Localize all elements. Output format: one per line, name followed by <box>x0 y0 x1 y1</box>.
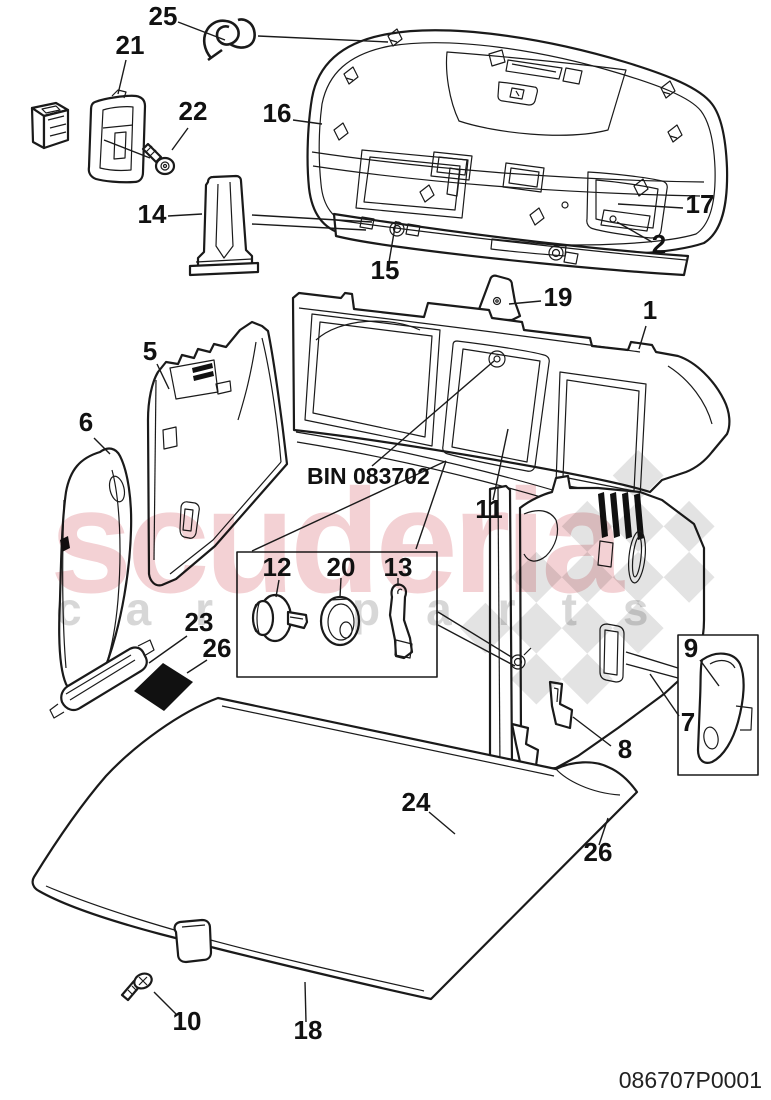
callout-2: 2 <box>652 229 666 259</box>
callout-labels: 25 21 22 16 14 15 17 2 19 1 5 6 11 12 20… <box>79 1 715 1045</box>
callout-15: 15 <box>371 255 400 285</box>
callout-25: 25 <box>149 1 178 31</box>
callout-20: 20 <box>327 552 356 582</box>
callout-21: 21 <box>116 30 145 60</box>
part-code: 086707P0001 <box>619 1067 762 1093</box>
callout-11: 11 <box>475 494 503 524</box>
callout-16: 16 <box>263 98 292 128</box>
callout-9: 9 <box>684 633 698 663</box>
part-21-lock-box <box>30 101 70 150</box>
callout-6: 6 <box>79 407 93 437</box>
callout-8: 8 <box>618 734 632 764</box>
watermark-car-text: car <box>56 583 257 635</box>
part-10-screw <box>120 972 153 1002</box>
callout-10: 10 <box>173 1006 202 1036</box>
callout-14: 14 <box>138 199 167 229</box>
callout-7: 7 <box>681 707 695 737</box>
part-23-sill-bracket <box>49 639 155 719</box>
callout-22: 22 <box>179 96 208 126</box>
part-14-bracket <box>188 174 260 277</box>
part-21-bezel <box>87 89 147 184</box>
part-22-screw <box>141 142 176 176</box>
part-26-felt-pad-left <box>134 663 193 711</box>
callout-1: 1 <box>643 295 657 325</box>
fastener-inset-box <box>236 551 438 678</box>
part-18-floor-mat <box>31 696 639 1001</box>
callout-26-left: 26 <box>203 633 232 663</box>
part-16-lid-trim-panel <box>306 28 729 257</box>
part-15-lower-strip <box>332 212 690 277</box>
callout-13: 13 <box>384 552 413 582</box>
callout-18: 18 <box>294 1015 323 1045</box>
callout-12: 12 <box>263 552 292 582</box>
part-9-inset-box <box>677 634 759 776</box>
part-12-grommet <box>251 593 309 643</box>
checkered-flag-watermark <box>459 449 715 705</box>
part-25-wire-clip <box>202 18 256 62</box>
callout-5: 5 <box>143 336 157 366</box>
callout-19: 19 <box>544 282 573 312</box>
callout-17: 17 <box>686 189 715 219</box>
leader-lines <box>93 21 720 1023</box>
part-5-left-side-panel <box>146 320 289 587</box>
part-8-brackets <box>510 680 574 768</box>
watermark-parts-text: parts <box>352 583 694 635</box>
callout-23: 23 <box>185 607 214 637</box>
callout-26-right: 26 <box>584 837 613 867</box>
part-13-hook-clip <box>388 583 414 660</box>
callout-24: 24 <box>402 787 431 817</box>
bin-label: BIN 083702 <box>307 463 430 489</box>
